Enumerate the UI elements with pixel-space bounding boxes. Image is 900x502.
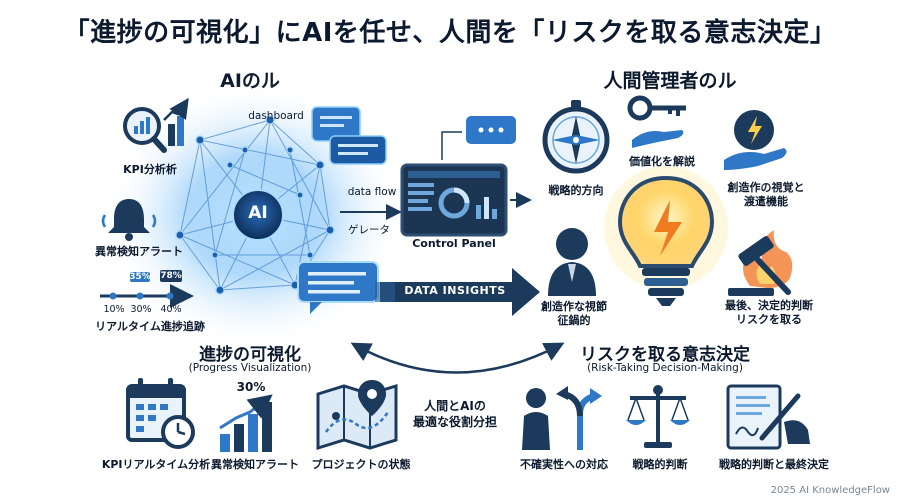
compass-icon — [542, 100, 610, 174]
chat-bubble-bottom — [297, 261, 379, 314]
risk-subheading: (Risk-Taking Decision-Making) — [587, 362, 743, 374]
risk-item-label: 不確実性への対応 — [520, 458, 608, 471]
chat-bubble-top — [311, 106, 387, 165]
tick-label: 40% — [160, 304, 182, 315]
progress-badge-1: 35% — [129, 272, 151, 282]
light-bulb-icon — [604, 166, 728, 306]
role-division-label: 人間とAIの 最適な役割分担 — [412, 399, 497, 429]
progress-item-label: プロジェクトの状態 — [311, 458, 411, 471]
control-panel-monitor — [400, 163, 508, 237]
tick-label: 10% — [103, 304, 125, 315]
calendar-clock-icon — [126, 378, 195, 449]
scales-icon — [626, 385, 690, 448]
value-explain-label: 価値化を解説 — [629, 155, 695, 168]
gavel-fire-icon — [728, 230, 793, 296]
role-exchange-arrow — [350, 342, 565, 374]
manager-person-icon — [548, 228, 596, 296]
kpi-analysis-label: KPI分析析 — [123, 163, 177, 176]
progress-heading: 進捗の可視化 — [199, 345, 301, 365]
manager-role-label: 創造作な視節 征鍋的 — [541, 300, 607, 327]
ai-core — [232, 189, 284, 241]
signature-icon — [726, 384, 810, 450]
anomaly-alert-label: 異常検知アラート — [95, 245, 183, 258]
bar-growth-icon — [219, 394, 273, 452]
control-panel-label: Control Panel — [412, 237, 496, 250]
data-insights-arrow — [375, 268, 540, 316]
strategic-direction-label: 戦略的方向 — [548, 184, 604, 197]
kpi-magnifier-icon — [123, 97, 189, 153]
footer-credit: 2025 AI KnowledgeFlow — [770, 485, 890, 496]
data-flow-label: data flow — [347, 186, 397, 198]
risk-item-label: 戦略的判断と最終決定 — [719, 458, 829, 471]
progress-item-label: KPIリアルタイム分析 — [101, 458, 211, 471]
alert-bell-icon — [101, 199, 157, 241]
ai-core-label: AI — [248, 203, 268, 223]
monitor-chat-icon — [441, 116, 516, 160]
gereta-label: ゲレータ — [348, 224, 390, 236]
progress-track — [100, 270, 194, 308]
creative-vision-label: 創造作の視覚と 渡遣機能 — [727, 181, 805, 208]
risk-item-label: 戦略的判断 — [632, 458, 688, 471]
network-nodes — [175, 115, 335, 295]
risk-heading: リスクを取る意志決定 — [580, 345, 750, 365]
growth-value: 30% — [236, 380, 266, 394]
realtime-tracking-label: リアルタイム進捗追跡 — [95, 320, 205, 333]
dashboard-label: dashboard — [248, 110, 304, 122]
progress-subheading: (Progress Visualization) — [188, 362, 312, 374]
human-role-heading: 人間管理者のル — [603, 70, 737, 92]
lightning-hand-icon — [724, 110, 787, 170]
data-insights-label: DATA INSIGHTS — [404, 284, 506, 297]
map-pin-icon — [316, 380, 398, 451]
progress-item-label: 異常検知アラート — [211, 458, 299, 471]
final-decision-label: 最後、決定的判断 リスクを取る — [725, 299, 813, 326]
tick-label: 30% — [130, 304, 152, 315]
key-hand-icon — [627, 95, 686, 148]
progress-badge-2: 78% — [160, 271, 182, 281]
crossroads-icon — [522, 386, 602, 450]
page-title: 「進捗の可視化」にAIを任せ、人間を「リスクを取る意志決定」 — [63, 18, 837, 48]
